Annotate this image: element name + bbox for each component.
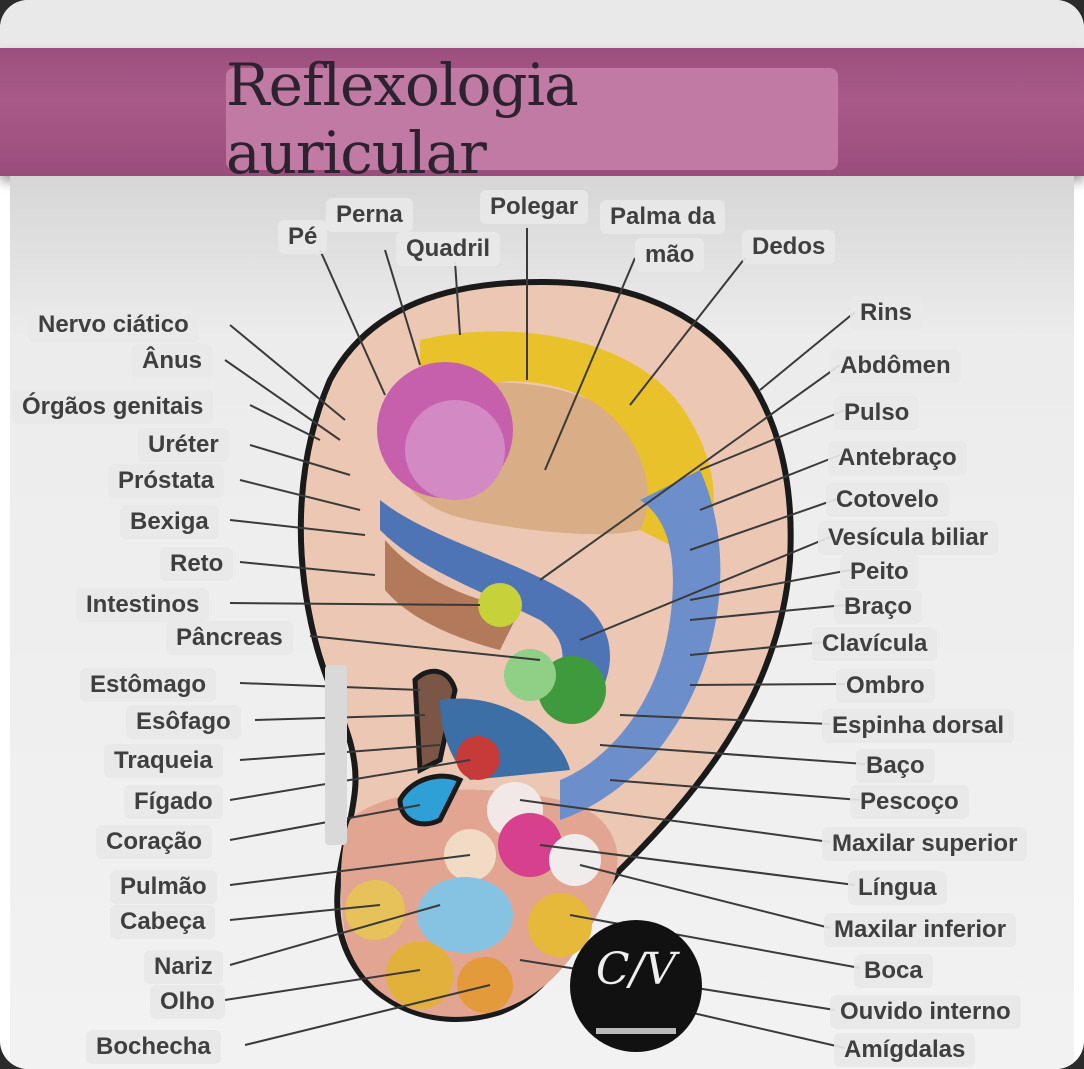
lobe-circle-yellow-3 — [345, 880, 405, 940]
vertical-watermark — [325, 665, 347, 845]
label-anus: Ânus — [132, 344, 212, 378]
label-ombro: Ombro — [836, 669, 935, 703]
label-prostata: Próstata — [108, 464, 225, 498]
antihelix-blue — [560, 470, 721, 820]
label-orgaos-genitais: Órgãos genitais — [12, 390, 214, 424]
lobe-circle-yellow-2 — [386, 941, 454, 1009]
label-intestinos: Intestinos — [76, 588, 210, 622]
pink-circle-inner — [405, 400, 505, 500]
label-nariz: Nariz — [144, 950, 223, 984]
helix-yellow — [420, 331, 714, 560]
concha-brown — [385, 540, 520, 650]
red-zone — [456, 736, 500, 780]
label-ouvido-interno: Ouvido interno — [830, 995, 1021, 1029]
label-olho: Olho — [150, 985, 225, 1019]
label-pe: Pé — [278, 220, 328, 254]
label-traqueia: Traqueia — [104, 744, 223, 778]
yellow-zone-small — [478, 583, 522, 627]
title-banner: Reflexologia auricular — [0, 48, 1084, 187]
label-espinha-dorsal: Espinha dorsal — [822, 709, 1015, 743]
label-cabeca: Cabeça — [110, 905, 216, 939]
label-maxilar-superior: Maxilar superior — [822, 827, 1028, 861]
label-pulmao: Pulmão — [110, 870, 217, 904]
lobe-circle-magenta — [498, 813, 562, 877]
label-cotovelo: Cotovelo — [826, 483, 949, 517]
label-bexiga: Bexiga — [120, 505, 219, 539]
brand-logo-text: C/V — [595, 944, 677, 995]
label-palma-1: Palma da — [600, 200, 726, 234]
cyan-zone — [397, 773, 464, 827]
label-esofago: Esôfago — [126, 705, 241, 739]
label-peito: Peito — [840, 555, 919, 589]
green-zone-2 — [504, 649, 556, 701]
label-braco: Braço — [834, 590, 923, 624]
lobe-circle-orange — [457, 957, 513, 1013]
brand-logo: C/V — [570, 920, 702, 1052]
label-vesicula-biliar: Vesícula biliar — [818, 521, 999, 555]
label-clavicula: Clavícula — [812, 627, 938, 661]
label-figado: Fígado — [124, 785, 223, 819]
label-palma-2: mão — [635, 238, 705, 272]
antihelix-blue-inner — [380, 500, 610, 720]
label-bochecha: Bochecha — [86, 1030, 221, 1064]
label-boca: Boca — [854, 954, 933, 988]
label-amigdalas: Amígdalas — [834, 1033, 976, 1067]
label-pescoco: Pescoço — [850, 785, 969, 819]
label-lingua: Língua — [848, 871, 947, 905]
label-abdomen: Abdômen — [830, 349, 961, 383]
lobe-circle-yellow-1 — [528, 893, 592, 957]
label-maxilar-inferior: Maxilar inferior — [824, 913, 1017, 947]
label-polegar: Polegar — [480, 190, 589, 224]
label-reto: Reto — [160, 547, 234, 581]
label-pulso: Pulso — [834, 396, 920, 430]
label-antebraco: Antebraço — [828, 441, 967, 475]
label-coracao: Coração — [96, 825, 213, 859]
top-strip — [0, 0, 1084, 48]
label-ureter: Uréter — [138, 428, 229, 462]
label-pancreas: Pâncreas — [166, 621, 293, 655]
label-quadril: Quadril — [396, 232, 501, 266]
brand-logo-bar — [596, 1028, 676, 1034]
label-rins: Rins — [850, 296, 923, 330]
label-estomago: Estômago — [80, 668, 217, 702]
label-dedos: Dedos — [742, 230, 836, 264]
label-perna: Perna — [326, 198, 413, 232]
label-nervo-ciatico: Nervo ciático — [28, 308, 199, 342]
label-baco: Baço — [856, 749, 935, 783]
lobe-circle-blue — [417, 877, 513, 953]
